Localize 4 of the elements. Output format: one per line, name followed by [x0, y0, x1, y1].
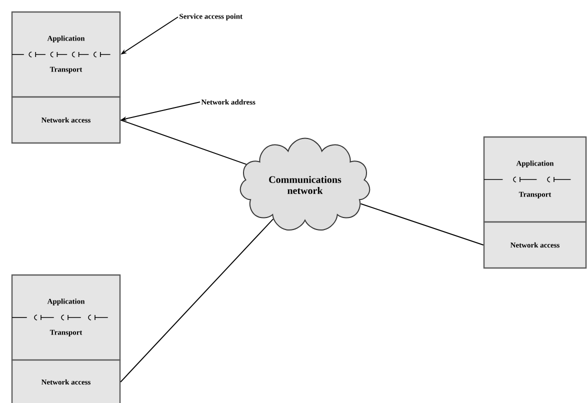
connection-line — [120, 218, 274, 382]
connection-line — [120, 120, 247, 165]
connection-line — [360, 203, 484, 246]
network-cloud: Communications network — [240, 138, 370, 231]
